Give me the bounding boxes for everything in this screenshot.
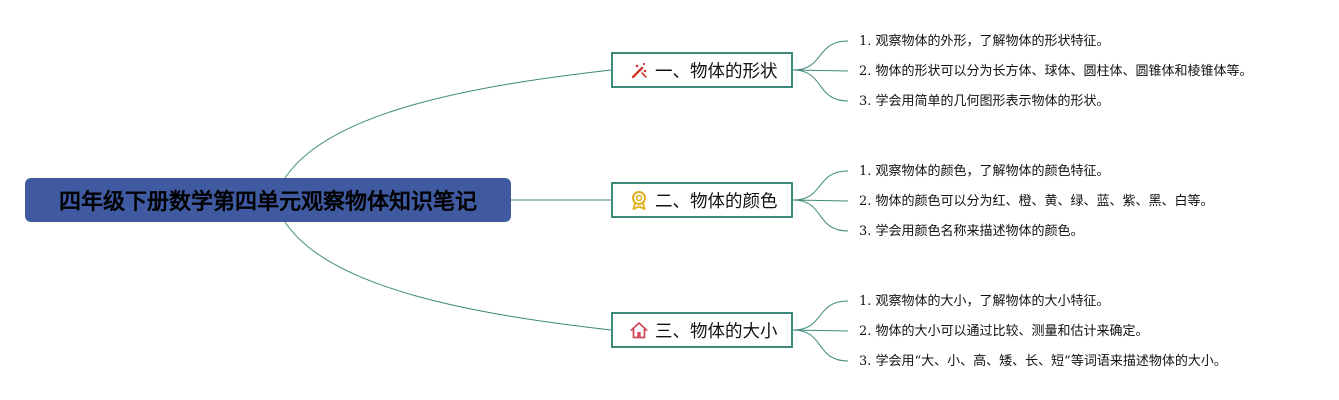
leaf-shape-3[interactable]: 3. 学会用简单的几何图形表示物体的形状。 xyxy=(859,94,1110,109)
connector-branch-3-leaf-2 xyxy=(792,329,849,332)
connector-branch-3-leaf-3 xyxy=(792,329,849,362)
connector-branch-1-leaf-1 xyxy=(792,40,849,71)
leaf-shape-2[interactable]: 2. 物体的形状可以分为长方体、球体、圆柱体、圆锥体和棱锥体等。 xyxy=(859,64,1253,79)
connector-branch-1-leaf-3 xyxy=(792,69,849,102)
connector-branch-2-leaf-2 xyxy=(792,199,849,202)
connector-branch-2-leaf-3 xyxy=(792,199,849,232)
root-topic-title: 四年级下册数学第四单元观察物体知识笔记 xyxy=(58,190,477,215)
branch-topic-shape-label: 一、物体的形状 xyxy=(655,61,778,82)
house-icon xyxy=(629,320,649,340)
leaf-size-2[interactable]: 2. 物体的大小可以通过比较、测量和估计来确定。 xyxy=(859,324,1149,339)
leaf-color-3[interactable]: 3. 学会用颜色名称来描述物体的颜色。 xyxy=(859,224,1084,239)
branch-topic-size-label: 三、物体的大小 xyxy=(655,321,778,342)
connector-branch-2-leaf-1 xyxy=(792,170,849,201)
leaf-size-1[interactable]: 1. 观察物体的大小，了解物体的大小特征。 xyxy=(859,294,1110,309)
leaf-color-2[interactable]: 2. 物体的颜色可以分为红、橙、黄、绿、蓝、紫、黑、白等。 xyxy=(859,194,1214,209)
connector-branch-1-leaf-2 xyxy=(792,69,849,72)
branch-topic-color-label: 二、物体的颜色 xyxy=(655,191,778,212)
branch-topic-size[interactable]: 三、物体的大小 xyxy=(611,312,793,348)
leaf-shape-1[interactable]: 1. 观察物体的外形，了解物体的形状特征。 xyxy=(859,34,1110,49)
leaf-size-3[interactable]: 3. 学会用“大、小、高、矮、长、短”等词语来描述物体的大小。 xyxy=(859,354,1227,369)
root-topic[interactable]: 四年级下册数学第四单元观察物体知识笔记 xyxy=(25,178,511,222)
connector-root-branch-1 xyxy=(284,69,612,179)
connector-root-branch-3 xyxy=(284,221,612,331)
branch-topic-shape[interactable]: 一、物体的形状 xyxy=(611,52,793,88)
branch-topic-color[interactable]: 二、物体的颜色 xyxy=(611,182,793,218)
magic-wand-icon xyxy=(629,60,649,80)
connector-branch-3-leaf-1 xyxy=(792,300,849,331)
leaf-color-1[interactable]: 1. 观察物体的颜色，了解物体的颜色特征。 xyxy=(859,164,1110,179)
award-badge-icon xyxy=(629,190,649,210)
